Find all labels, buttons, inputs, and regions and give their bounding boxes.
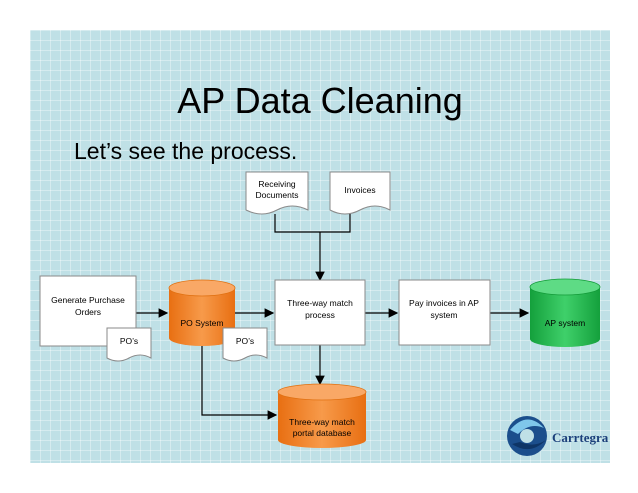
portal-database-node: Three-way match portal database	[277, 383, 367, 448]
po-system-node: PO System	[168, 279, 236, 346]
pos-label-2: PO’s	[236, 336, 254, 346]
carrtegra-logo-icon	[507, 416, 547, 456]
pay-invoices-line-2: system	[431, 310, 458, 320]
pos-document-1: PO’s	[106, 327, 152, 362]
slide-title: AP Data Cleaning	[177, 80, 463, 121]
receiving-documents-line-1: Receiving	[258, 179, 296, 189]
portal-database-line-2: portal database	[293, 428, 352, 438]
slide: AP Data Cleaning Let’s see the process.	[30, 30, 610, 463]
carrtegra-logo-text: Carrtegra	[552, 430, 609, 445]
connectors	[136, 214, 530, 420]
portal-database-line-1: Three-way match	[289, 417, 355, 427]
slide-subtitle: Let’s see the process.	[74, 138, 298, 164]
three-way-match-node: Three-way match process	[274, 279, 366, 346]
generate-po-line-2: Orders	[75, 307, 101, 317]
invoices-node: Invoices	[329, 171, 391, 215]
pay-invoices-line-1: Pay invoices in AP	[409, 298, 479, 308]
invoices-label: Invoices	[344, 185, 375, 195]
ap-system-node: AP system	[529, 278, 601, 347]
process-diagram: Receiving Documents Invoices Generate Pu…	[39, 171, 601, 456]
three-way-match-line-1: Three-way match	[287, 298, 353, 308]
receiving-documents-line-2: Documents	[256, 190, 299, 200]
generate-po-line-1: Generate Purchase	[51, 295, 125, 305]
po-system-label: PO System	[181, 318, 224, 328]
ap-system-label: AP system	[545, 318, 585, 328]
three-way-match-line-2: process	[305, 310, 335, 320]
pos-label-1: PO’s	[120, 336, 138, 346]
pay-invoices-node: Pay invoices in AP system	[398, 279, 491, 346]
pos-document-2: PO’s	[222, 327, 268, 362]
receiving-documents-node: Receiving Documents	[245, 171, 309, 215]
